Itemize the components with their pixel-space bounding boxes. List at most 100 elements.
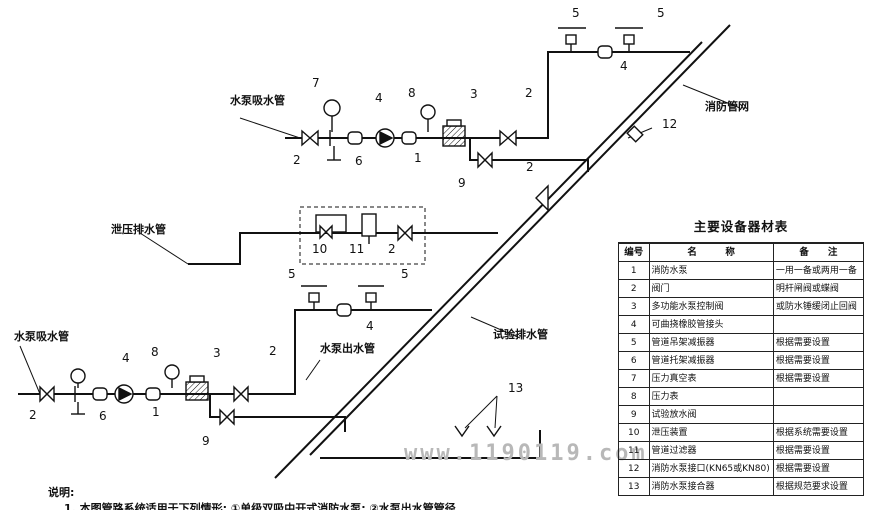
legend-no: 13 [618,477,650,496]
legend-no: 5 [618,333,650,352]
legend-no: 6 [618,351,650,370]
label-suction-bottom: 水泵吸水管 [14,329,69,343]
callout-number: 6 [99,409,107,423]
callout-number: 1 [414,151,422,165]
watermark: www.1190119.com [404,441,648,466]
legend-remark: 或防水锤缓闭止回阀 [772,297,865,316]
legend-remark: 一用一备或两用一备 [772,261,865,280]
callout-number: 13 [508,381,523,395]
label-test-pipe: 试验排水管 [493,327,548,341]
callout-number: 2 [293,153,301,167]
legend-no: 8 [618,387,650,406]
callout-number: 2 [388,242,396,256]
callout-number: 2 [525,86,533,100]
header-remark: 备 注 [772,242,865,262]
pressure-vacuum-gauge-icon [323,99,341,117]
adapter-pipe [320,430,541,459]
callout-number: 4 [366,319,374,333]
callout-number: 4 [122,351,130,365]
relief-device [315,213,413,244]
legend-name: 消防水泵 [648,261,774,280]
callout-number: 8 [408,86,416,100]
control-valve-icon [442,125,466,147]
legend-no: 3 [618,297,650,316]
legend-name: 管道过滤器 [648,441,774,460]
callout-number: 7 [312,76,320,90]
legend-remark [772,315,865,334]
note-line-1: 1. 本图管路系统适用于下列情形: ①单级双吸中开式消防水泵; ②水泵出水管管径 [64,501,456,510]
test-valve-icon [477,151,493,169]
callout-number: 11 [349,242,364,256]
legend-name: 可曲挠橡胶管接头 [648,315,774,334]
legend-title: 主要设备器材表 [693,219,789,234]
legend-remark: 根据规范要求设置 [772,477,865,496]
legend-header-row: 编号 名 称 备 注 [618,242,865,262]
flex-joint-icon [347,131,363,145]
legend-no: 12 [618,459,650,478]
leader-lines [19,84,741,429]
legend-remark: 根据需要设置 [772,441,865,460]
legend-name: 管道吊架减振器 [648,333,774,352]
legend-remark: 根据需要设置 [772,333,865,352]
valve-icon [301,129,319,147]
callout-number: 2 [269,344,277,358]
legend-name: 消防水泵接合器 [648,477,774,496]
bottom-test-pipe [209,394,346,432]
callout-number: 3 [470,87,478,101]
legend-no: 2 [618,279,650,298]
pump-adapter-icon [626,125,644,143]
top-pump-set [301,27,644,212]
callout-number: 5 [401,267,409,281]
callout-number: 12 [662,117,677,131]
callout-number: 6 [355,154,363,168]
bottom-pump-set [39,285,502,438]
callout-number: 4 [620,59,628,73]
label-return-pipe: 泄压排水管 [111,222,166,236]
legend-remark: 根据需要设置 [772,369,865,388]
legend-remark: 根据需要设置 [772,459,865,478]
callout-number: 2 [29,408,37,422]
note-heading: 说明: [48,485,74,499]
network-riser-b [309,24,731,456]
label-outlet-pipe: 水泵出水管 [320,341,375,355]
legend-name: 泄压装置 [648,423,774,442]
callout-number: 9 [202,434,210,448]
callout-number: 10 [312,242,327,256]
callout-number: 4 [375,91,383,105]
label-suction-top: 水泵吸水管 [230,93,285,107]
callout-number: 9 [458,176,466,190]
legend-remark [772,405,865,424]
pressure-gauge-icon [420,104,436,120]
callout-number: 3 [213,346,221,360]
legend-no: 10 [618,423,650,442]
legend-remark: 根据需要设置 [772,351,865,370]
network-riser-a [274,41,703,479]
legend-name: 压力真空表 [648,369,774,388]
legend-name: 试验放水阀 [648,405,774,424]
callout-number: 2 [526,160,534,174]
legend-name: 阀门 [648,279,774,298]
legend-name: 管道托架减振器 [648,351,774,370]
legend-remark: 根据系统需要设置 [772,423,865,442]
callout-number: 5 [657,6,665,20]
legend-remark [772,387,865,406]
return-pipe [188,232,498,265]
label-fire-network: 消防管网 [705,99,749,113]
legend-name: 多功能水泵控制阀 [648,297,774,316]
legend-name: 压力表 [648,387,774,406]
header-name: 名 称 [648,242,774,262]
